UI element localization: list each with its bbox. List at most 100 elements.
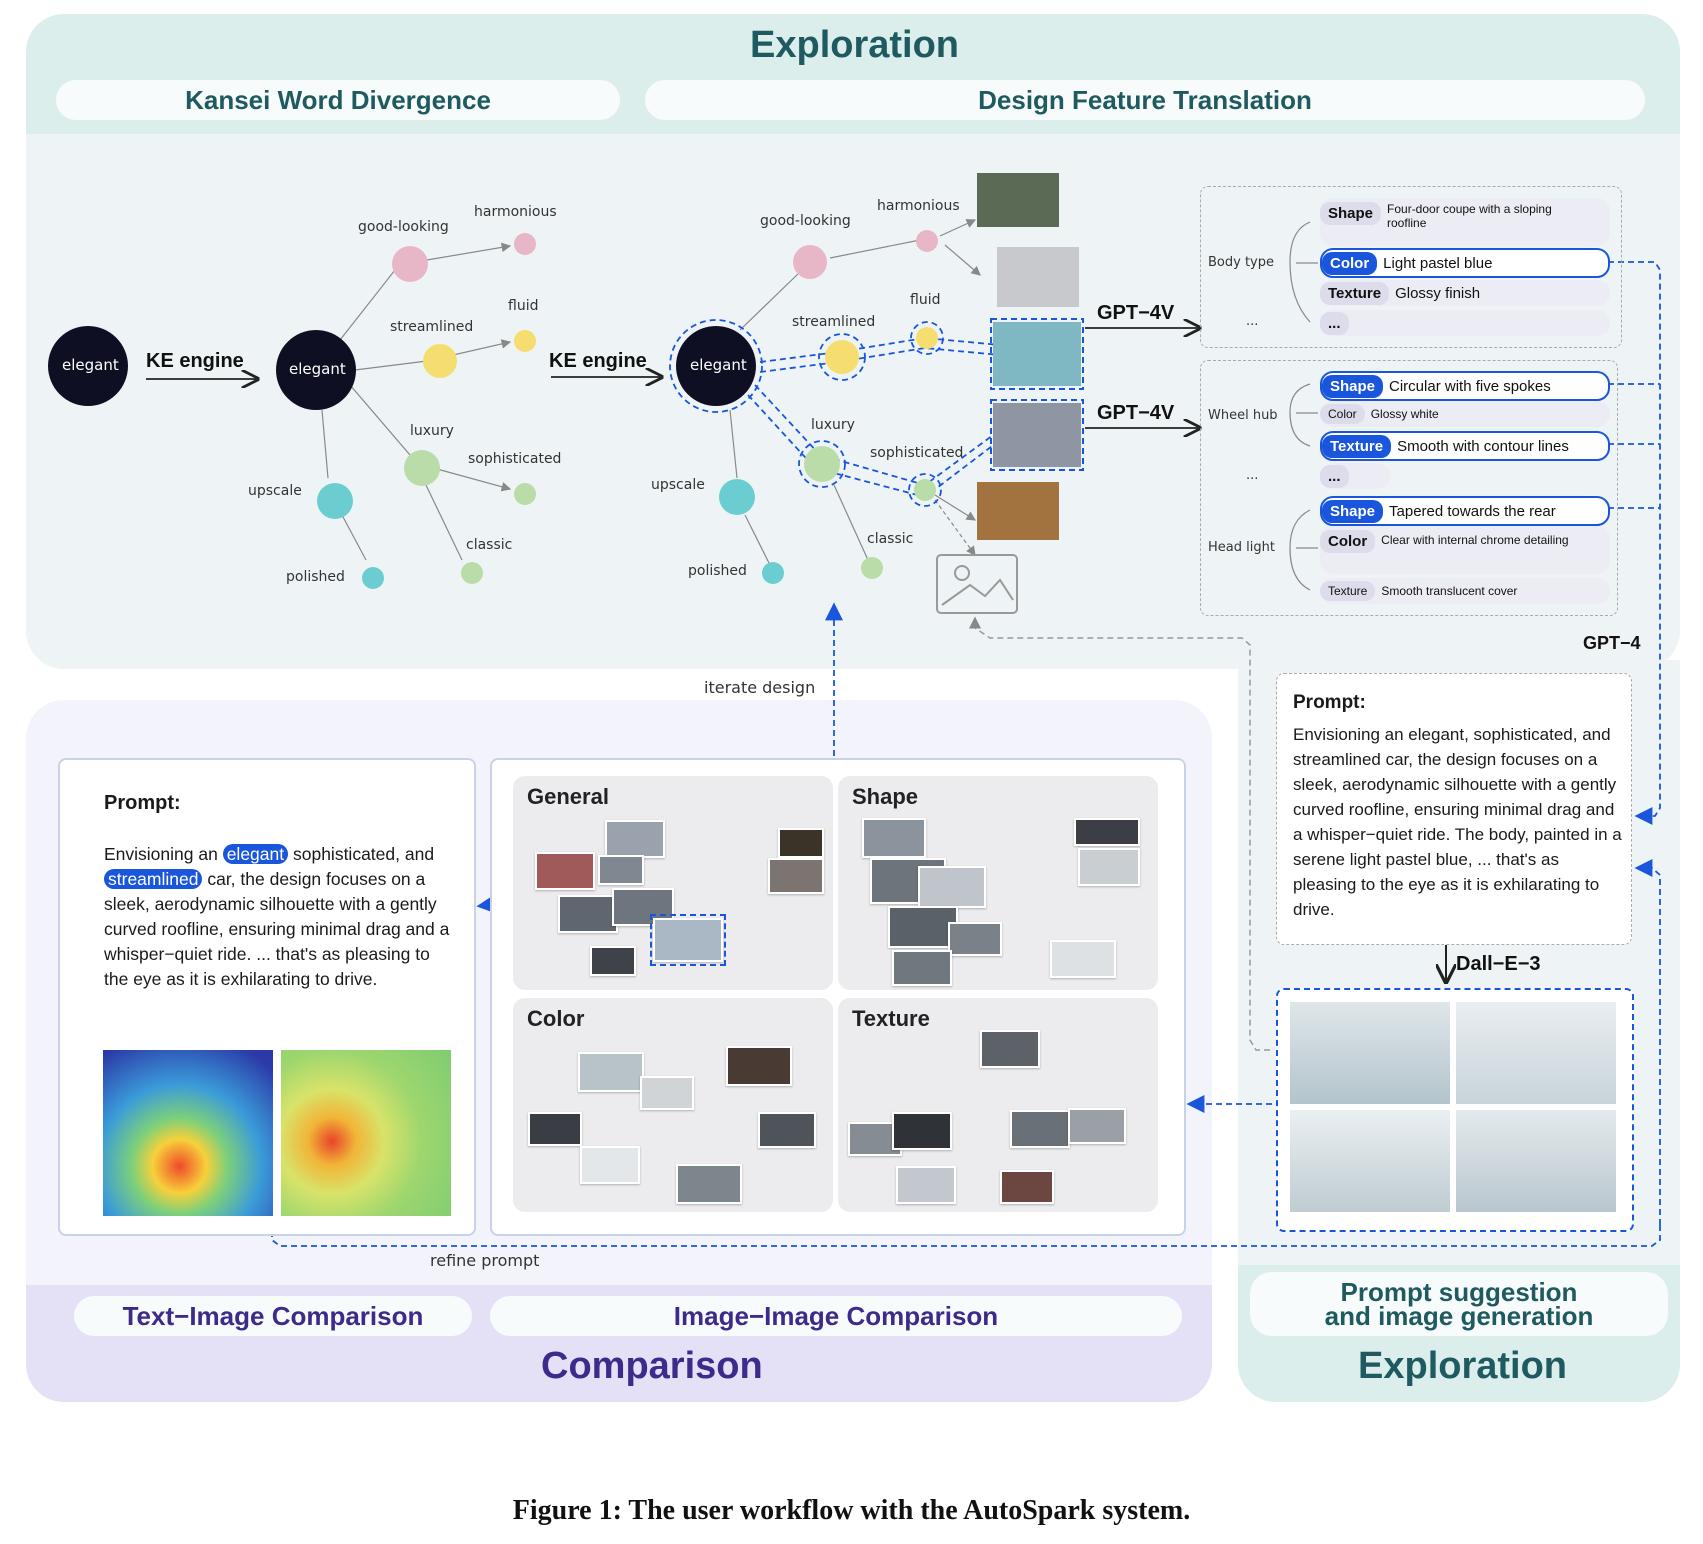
- image-thumb[interactable]: [918, 866, 986, 908]
- image-thumb[interactable]: [1068, 1108, 1126, 1144]
- label-polished-2: polished: [688, 563, 747, 579]
- node-elegant-explore: [676, 326, 756, 406]
- quadrant-title: Shape: [852, 784, 919, 809]
- image-thumb[interactable]: [558, 895, 618, 933]
- prompt-text-part: sophisticated, and: [288, 844, 435, 864]
- feature-row-wheel-more[interactable]: ...: [1320, 463, 1390, 489]
- tab-line: Prompt suggestion: [1340, 1277, 1578, 1307]
- image-thumb[interactable]: [892, 1112, 952, 1150]
- feature-value: Circular with five spokes: [1389, 377, 1551, 395]
- image-thumb[interactable]: [862, 818, 926, 858]
- node-harmonious: [514, 233, 536, 255]
- highlight-word[interactable]: streamlined: [104, 869, 203, 889]
- feature-value: Glossy white: [1370, 407, 1439, 421]
- image-thumb[interactable]: [578, 1052, 644, 1092]
- image-thumb[interactable]: [948, 922, 1002, 956]
- image-thumb[interactable]: [726, 1046, 792, 1086]
- gpt4v-label-1: GPT−4V: [1097, 302, 1175, 324]
- image-thumb[interactable]: [896, 1166, 956, 1204]
- feature-key: Color: [1320, 404, 1365, 424]
- generated-image-3[interactable]: [1290, 1110, 1450, 1212]
- image-thumb[interactable]: [598, 855, 644, 885]
- tab-kansei-word-divergence: Kansei Word Divergence: [56, 80, 620, 120]
- comparison-title: Comparison: [541, 1345, 763, 1387]
- image-thumb[interactable]: [778, 828, 824, 858]
- image-thumb[interactable]: [580, 1146, 640, 1184]
- generated-image-4[interactable]: [1456, 1110, 1616, 1212]
- node-streamlined: [423, 344, 457, 378]
- tab-text-image-comparison: Text−Image Comparison: [74, 1296, 472, 1336]
- image-thumb[interactable]: [605, 820, 665, 858]
- prompt-suggestion-box: Prompt: Envisioning an elegant, sophisti…: [1276, 673, 1632, 945]
- gpt4-label: GPT−4: [1583, 633, 1641, 653]
- highlight-word[interactable]: elegant: [222, 844, 289, 864]
- label-fluid: fluid: [508, 298, 539, 314]
- image-thumb[interactable]: [1050, 940, 1116, 978]
- feature-key: Texture: [1320, 581, 1376, 601]
- prompt-text-part: car, the design focuses on a sleek, aero…: [104, 869, 450, 989]
- image-thumb[interactable]: [1078, 848, 1140, 886]
- feature-value: Smooth with contour lines: [1397, 437, 1569, 455]
- feature-key: Texture: [1320, 281, 1390, 305]
- label-wheel-more: ...: [1246, 468, 1259, 483]
- feature-value: Four-door coupe with a sloping roofline: [1387, 202, 1552, 230]
- image-thumb[interactable]: [1000, 1170, 1054, 1204]
- feature-value: Clear with internal chrome detailing: [1381, 533, 1569, 547]
- image-thumb[interactable]: [590, 946, 636, 976]
- feature-row-wheel-shape[interactable]: Shape Circular with five spokes: [1320, 371, 1610, 401]
- label-wheel-hub: Wheel hub: [1208, 408, 1278, 423]
- feature-key: Texture: [1322, 434, 1392, 458]
- car-thumb-1: [977, 173, 1059, 227]
- label-classic-2: classic: [867, 531, 914, 547]
- label-streamlined: streamlined: [390, 319, 474, 335]
- feature-row-head-color[interactable]: Color Clear with internal chrome detailin…: [1320, 526, 1610, 574]
- label-upscale: upscale: [248, 483, 302, 499]
- image-thumb[interactable]: [768, 858, 824, 894]
- node-polished: [362, 567, 384, 589]
- image-thumb[interactable]: [1010, 1110, 1070, 1148]
- image-thumb[interactable]: [528, 1112, 582, 1146]
- tab-image-image-comparison: Image−Image Comparison: [490, 1296, 1182, 1336]
- wheel-headlight-box: [1200, 360, 1618, 616]
- node-elegant-start: [48, 326, 128, 406]
- label-body-more: ...: [1246, 314, 1259, 329]
- tab-line: and image generation: [1324, 1301, 1594, 1331]
- label-harmonious: harmonious: [474, 204, 557, 220]
- image-thumb[interactable]: [980, 1030, 1040, 1068]
- image-thumb[interactable]: [892, 950, 952, 986]
- feature-row-wheel-texture[interactable]: Texture Smooth with contour lines: [1320, 431, 1610, 461]
- figure-caption: Figure 1: The user workflow with the Aut…: [512, 1495, 1191, 1526]
- quadrant-title: General: [527, 784, 609, 809]
- image-thumb[interactable]: [758, 1112, 816, 1148]
- iterate-design-label: iterate design: [704, 678, 816, 697]
- feature-key: Shape: [1322, 374, 1384, 398]
- label-streamlined-2: streamlined: [792, 314, 876, 330]
- selected-thumb-frame: [650, 914, 726, 966]
- feature-key: Color: [1320, 530, 1376, 553]
- heatmap-image-2[interactable]: [281, 1050, 451, 1216]
- body-type-box: [1200, 186, 1622, 348]
- node-upscale: [317, 483, 353, 519]
- car-thumb-4: [993, 403, 1081, 467]
- feature-value: Smooth translucent cover: [1381, 584, 1518, 598]
- image-thumb[interactable]: [535, 852, 595, 890]
- heatmap-image-1[interactable]: [103, 1050, 273, 1216]
- image-thumb[interactable]: [653, 918, 723, 962]
- image-thumb[interactable]: [676, 1164, 742, 1204]
- generated-image-1[interactable]: [1290, 1002, 1450, 1104]
- generated-image-2[interactable]: [1456, 1002, 1616, 1104]
- image-thumb[interactable]: [640, 1076, 694, 1110]
- feature-row-head-texture[interactable]: Texture Smooth translucent cover: [1320, 578, 1610, 604]
- image-thumb[interactable]: [1074, 818, 1140, 846]
- ke-engine-label-1: KE engine: [146, 350, 244, 372]
- feature-row-body-more[interactable]: ...: [1320, 310, 1610, 336]
- node-sophisticated: [514, 483, 536, 505]
- car-thumb-2: [997, 247, 1079, 307]
- feature-row-wheel-color[interactable]: Color Glossy white: [1320, 401, 1610, 427]
- prompt-text: Envisioning an elegant, sophisticated, a…: [1293, 725, 1622, 919]
- prompt-label: Prompt:: [1293, 692, 1366, 713]
